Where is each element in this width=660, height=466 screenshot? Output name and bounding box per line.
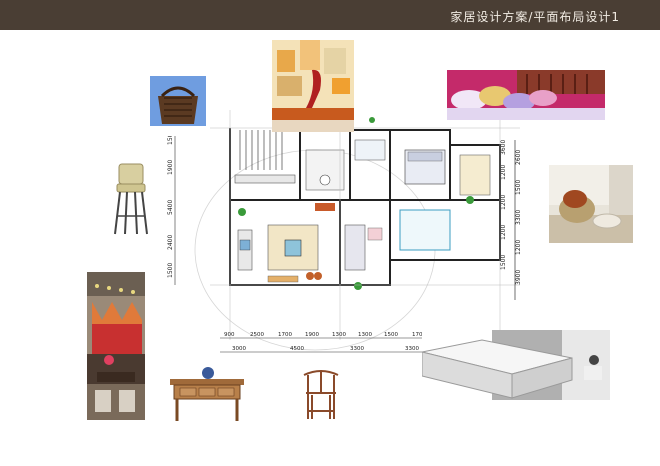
dim-right-4: 1500 bbox=[515, 180, 522, 195]
axis-lines bbox=[210, 110, 520, 340]
magazine-rack-photo bbox=[150, 76, 206, 136]
dim-bottom1-7: 1500 bbox=[384, 332, 398, 338]
dim-right-1: 3600 bbox=[500, 140, 507, 155]
bar-stool-photo bbox=[105, 160, 155, 238]
bathtub bbox=[354, 139, 386, 161]
dining-bench bbox=[315, 203, 335, 211]
magazine-rack-icon bbox=[150, 76, 206, 136]
single-bed bbox=[344, 224, 366, 271]
ming-chair-icon bbox=[298, 365, 344, 421]
ming-chair-photo bbox=[298, 365, 344, 421]
dim-right-6: 3300 bbox=[515, 210, 522, 225]
bedroom-photo bbox=[447, 70, 605, 120]
platform-bed-photo bbox=[422, 330, 610, 408]
dim-left-3: 5400 bbox=[167, 200, 174, 215]
dim-bottom2-3: 3300 bbox=[350, 346, 364, 352]
dim-left-4: 2400 bbox=[167, 235, 174, 250]
desk bbox=[367, 227, 383, 241]
rattan-chair-photo bbox=[549, 165, 633, 243]
dim-bottom2-2: 4500 bbox=[290, 346, 304, 352]
plant-icons bbox=[238, 117, 474, 290]
antique-cabinet-photo bbox=[168, 365, 246, 423]
dim-bottom1-3: 1700 bbox=[278, 332, 292, 338]
dim-bottom2-1: 3000 bbox=[232, 346, 246, 352]
dim-bottom1-2: 2500 bbox=[250, 332, 264, 338]
right-dimensions: 3600 2600 1200 1500 1200 3300 1200 1200 … bbox=[500, 140, 522, 285]
bar-stool-icon bbox=[105, 160, 155, 238]
dining-room-photo bbox=[87, 272, 145, 420]
dim-bottom1-1: 900 bbox=[224, 332, 235, 338]
dim-left-5: 1500 bbox=[167, 263, 174, 278]
modern-chair-photo bbox=[272, 40, 354, 132]
dim-right-8: 1200 bbox=[515, 240, 522, 255]
sofa bbox=[267, 275, 299, 283]
dim-right-10: 3900 bbox=[515, 270, 522, 285]
dim-left-2: 1900 bbox=[167, 160, 174, 175]
red-chair-interior-icon bbox=[272, 40, 354, 132]
toilet bbox=[319, 174, 331, 186]
page-title: 家居设计方案/平面布局设计1 bbox=[450, 10, 620, 24]
dim-bottom1-6: 1300 bbox=[358, 332, 372, 338]
stool bbox=[306, 272, 314, 280]
dim-bottom2-4: 3300 bbox=[405, 346, 419, 352]
white-platform-bed-icon bbox=[422, 330, 610, 408]
coffee-table bbox=[284, 239, 302, 257]
dim-right-9: 1500 bbox=[500, 255, 507, 270]
header-bar bbox=[0, 0, 660, 30]
dim-right-2: 2600 bbox=[515, 150, 522, 165]
chinese-cabinet-icon bbox=[168, 365, 246, 423]
floor-plan: 3600 2600 1200 1500 1200 3300 1200 1200 … bbox=[150, 100, 540, 360]
balcony bbox=[459, 154, 491, 196]
kitchen-counter bbox=[234, 174, 296, 184]
dim-bottom1-4: 1900 bbox=[305, 332, 319, 338]
bathroom bbox=[305, 149, 345, 191]
dim-right-7: 1200 bbox=[500, 225, 507, 240]
bedroom-pillows-icon bbox=[447, 70, 605, 120]
dim-bottom1-5: 1300 bbox=[332, 332, 346, 338]
pool-area bbox=[399, 209, 451, 251]
dim-right-5: 1200 bbox=[500, 195, 507, 210]
dining-room-icon bbox=[87, 272, 145, 420]
dim-right-3: 1200 bbox=[500, 165, 507, 180]
stairs bbox=[239, 130, 283, 170]
dim-bottom1-8: 1700 bbox=[412, 332, 426, 338]
dim-left-1: 1500 bbox=[167, 130, 174, 145]
rattan-chair-icon bbox=[549, 165, 633, 243]
left-dimensions: 1500 1900 5400 2400 1500 bbox=[167, 130, 174, 278]
